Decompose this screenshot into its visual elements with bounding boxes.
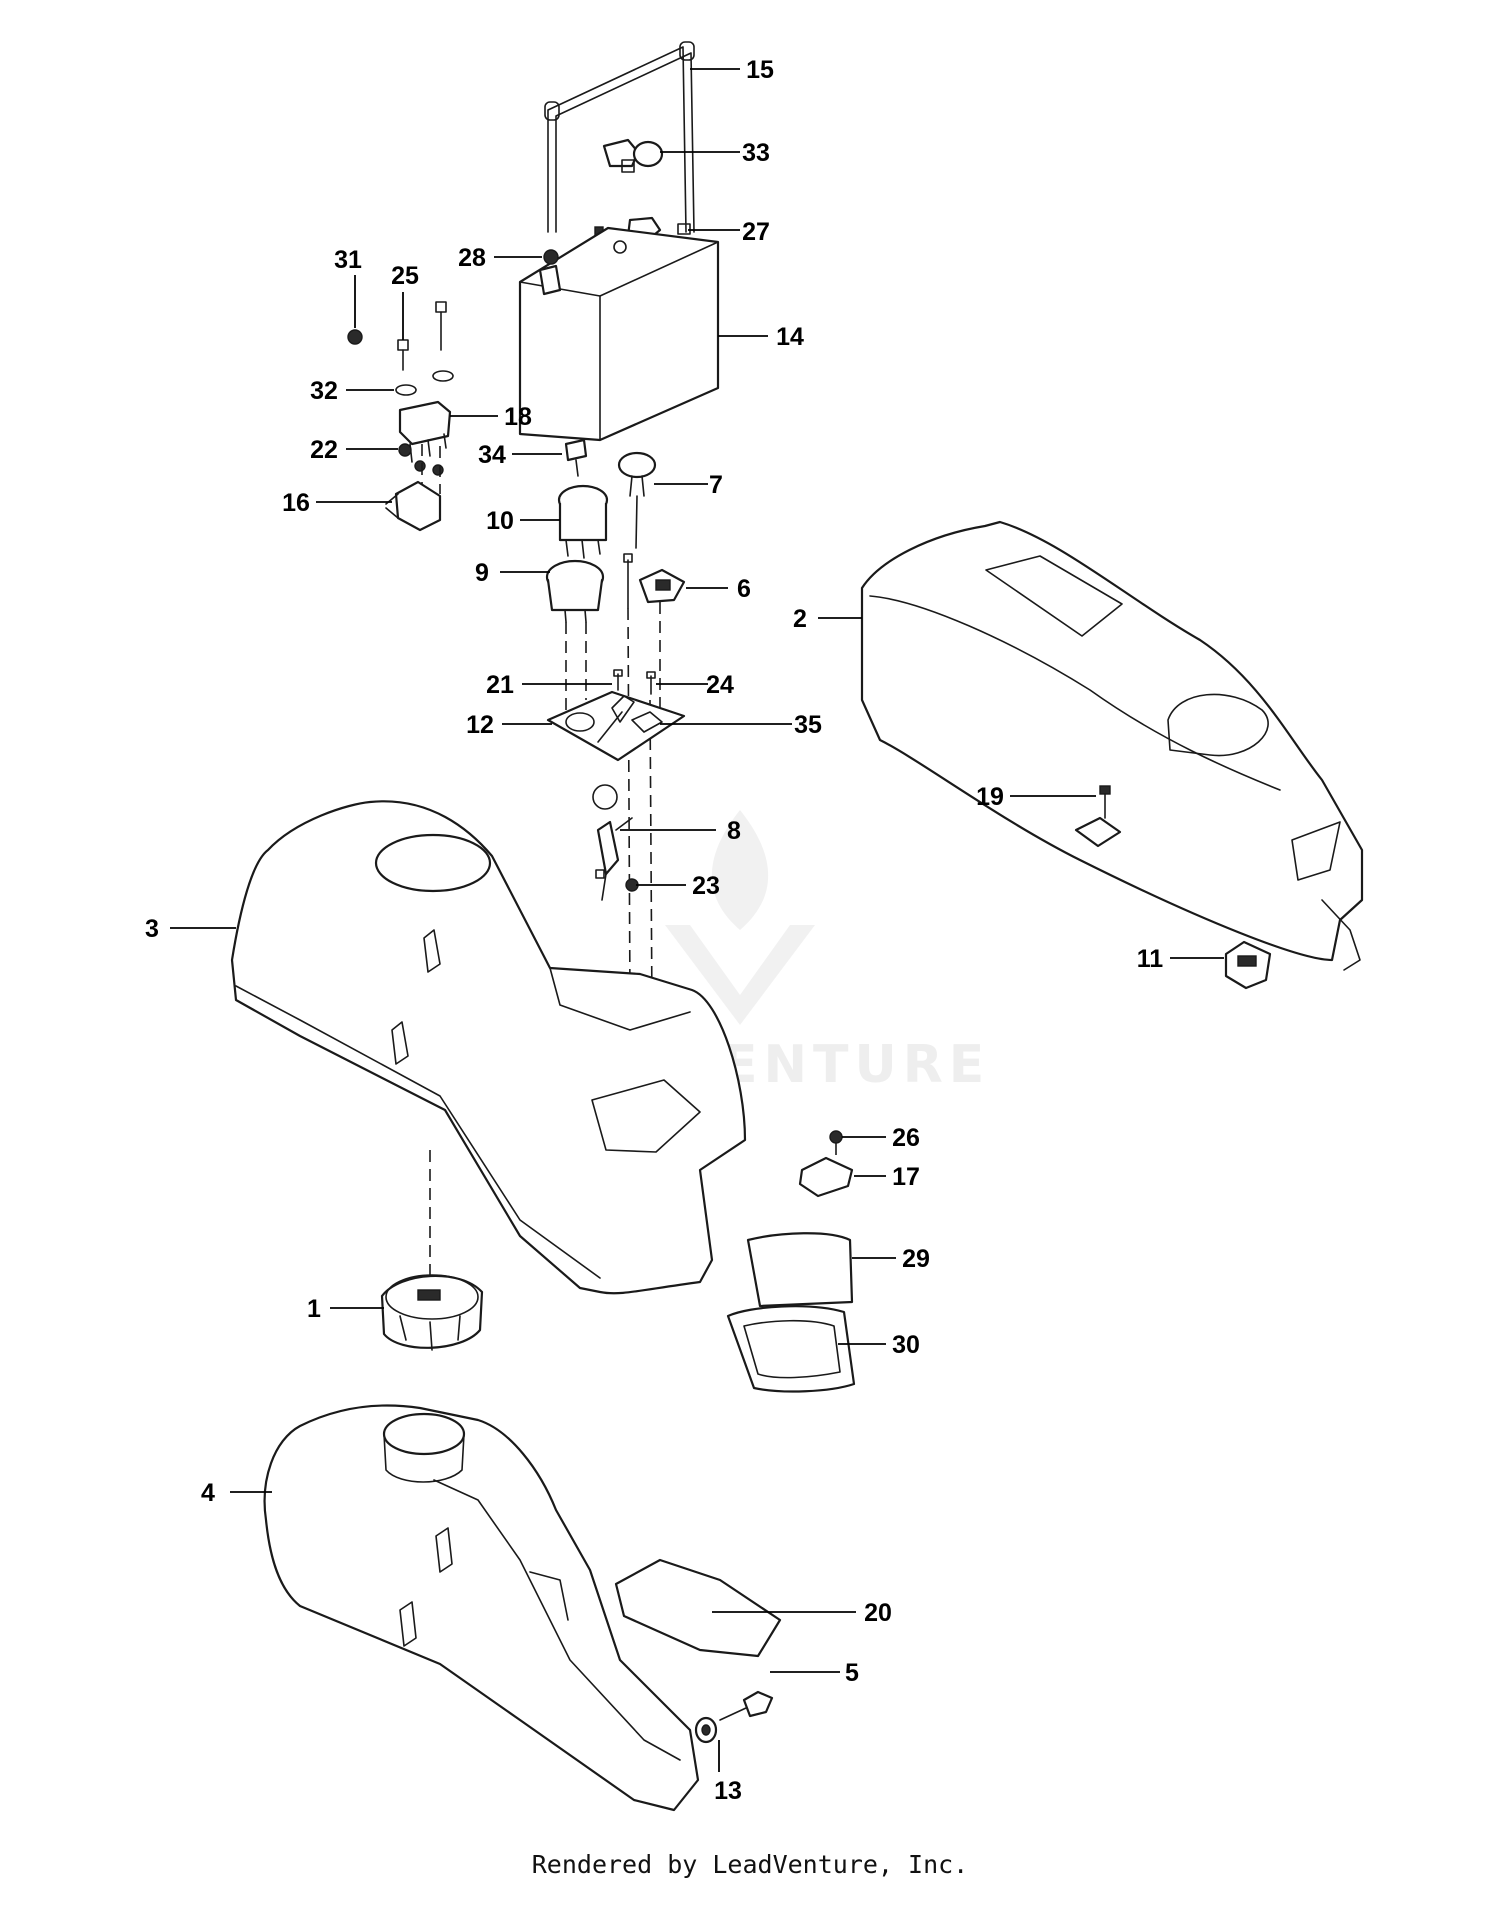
- part-17-hinge: [798, 1156, 854, 1198]
- callout-11: 11: [1137, 945, 1164, 973]
- callout-4: 4: [201, 1479, 215, 1507]
- part-9-switch-housing: [545, 559, 605, 712]
- callout-34: 34: [478, 441, 506, 469]
- part-31-nut: [347, 329, 363, 345]
- callout-25: 25: [391, 262, 419, 290]
- callout-31: 31: [334, 246, 362, 274]
- callout-labels: 15 33 27 28 14 31 25 32 18 22 16 34 7 10…: [145, 56, 1163, 1805]
- callout-9: 9: [475, 559, 489, 587]
- part-1-fuel-cap: [380, 1274, 484, 1351]
- callout-29: 29: [902, 1245, 930, 1273]
- part-34-key: [564, 438, 588, 477]
- callout-24: 24: [706, 671, 734, 699]
- part-3-fender: [230, 800, 747, 1295]
- part-12-control-panel: [546, 690, 686, 762]
- callout-33: 33: [742, 139, 770, 167]
- callout-8: 8: [727, 817, 741, 845]
- part-22-nuts: [398, 443, 444, 476]
- part-25-screws: [397, 301, 447, 371]
- part-2-console-cover: [860, 520, 1364, 971]
- callout-18: 18: [504, 403, 532, 431]
- leader-lines: [170, 68, 1224, 1772]
- callout-32: 32: [310, 377, 338, 405]
- callout-10: 10: [486, 507, 514, 535]
- part-8-throttle-control: [592, 784, 633, 901]
- part-20-heat-shield: [614, 1558, 782, 1658]
- part-28-nut: [543, 249, 559, 265]
- part-32-washers: [395, 370, 454, 396]
- callout-35: 35: [794, 711, 822, 739]
- part-26-bolt: [829, 1130, 843, 1162]
- callout-20: 20: [864, 1599, 892, 1627]
- callout-16: 16: [282, 489, 310, 517]
- callout-17: 17: [892, 1163, 920, 1191]
- callout-28: 28: [458, 244, 486, 272]
- part-29-flap: [746, 1232, 854, 1308]
- callout-6: 6: [737, 575, 751, 603]
- part-16-switch: [385, 444, 442, 532]
- callout-7: 7: [709, 471, 723, 499]
- part-10-ignition-switch: [557, 484, 609, 559]
- part-5-fuel-fitting: [719, 1690, 774, 1721]
- part-30-gasket-frame: [726, 1305, 856, 1393]
- part-13-grommet: [694, 1716, 718, 1744]
- callout-23: 23: [692, 872, 720, 900]
- callout-30: 30: [892, 1331, 920, 1359]
- callout-22: 22: [310, 436, 338, 464]
- callout-3: 3: [145, 915, 159, 943]
- callout-21: 21: [486, 671, 514, 699]
- callout-12: 12: [466, 711, 494, 739]
- part-18-switch-bracket: [398, 400, 452, 463]
- callout-26: 26: [892, 1124, 920, 1152]
- footer-credit: Rendered by LeadVenture, Inc.: [531, 1850, 969, 1879]
- callout-14: 14: [776, 323, 804, 351]
- callout-1: 1: [307, 1295, 321, 1323]
- part-6-switch: [638, 568, 686, 712]
- part-11-switch: [1224, 940, 1272, 990]
- part-14-battery: [518, 226, 720, 442]
- callout-27: 27: [742, 218, 770, 246]
- callout-5: 5: [845, 1659, 859, 1687]
- part-4-fuel-tank: [263, 1404, 700, 1812]
- part-33-wing-nut: [602, 138, 664, 173]
- callout-15: 15: [746, 56, 774, 84]
- callout-19: 19: [976, 783, 1004, 811]
- callout-13: 13: [714, 1777, 742, 1805]
- callout-2: 2: [793, 605, 807, 633]
- part-15-hold-down-rod: [544, 41, 695, 233]
- part-19-bolt: [1074, 785, 1122, 848]
- part-21-24-screws: [613, 553, 656, 1011]
- part-7-knob: [617, 451, 657, 549]
